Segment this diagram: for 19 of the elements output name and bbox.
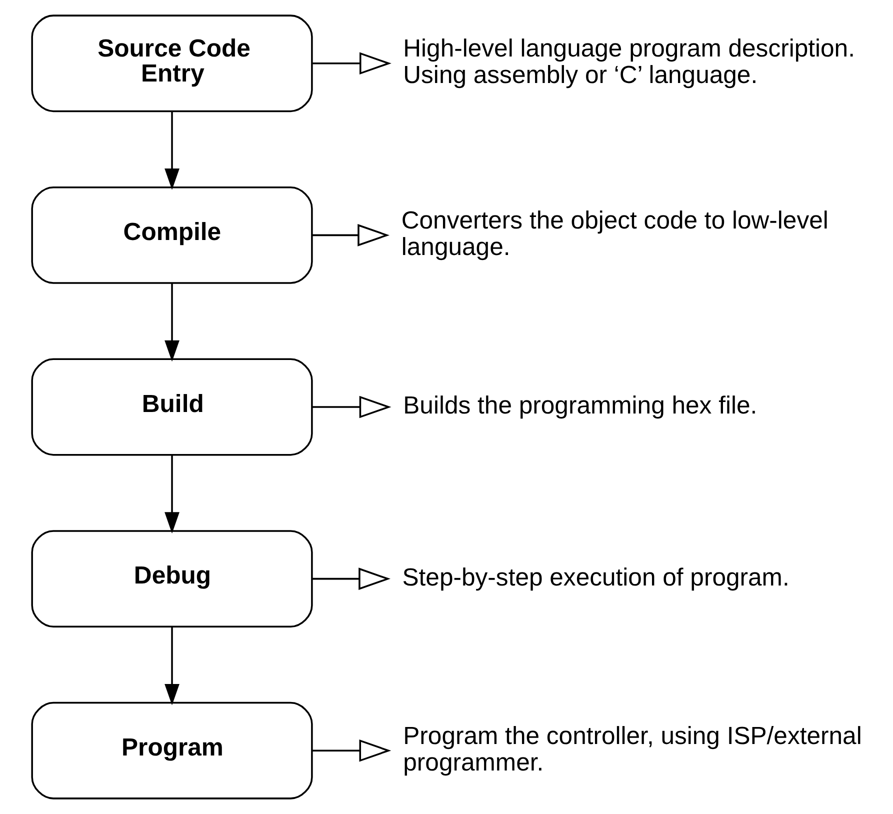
arrow [164,283,179,362]
node-text: Converters the object code to low-level language. [400,207,828,262]
node-text: Step-by-step execution of program. [402,564,789,592]
node-box: Build [30,358,312,456]
node-box: Compile [30,186,312,284]
arrow [164,455,179,534]
node-text: Builds the programming hex file. [402,392,757,420]
arrow [312,568,390,590]
node-text: Program the controller, using ISP/external programmer. [402,722,862,776]
node-text: High-level language program description. Using assembly or ‘C’ language. [402,36,854,90]
arrow [164,112,179,190]
node-box: Debug [30,530,312,628]
arrow [164,627,179,706]
node-box: Source Code Entry [30,14,312,112]
arrow [312,396,391,418]
arrow [312,224,389,246]
arrow [311,739,391,762]
node-box: Program [30,702,312,800]
arrow [312,52,391,75]
